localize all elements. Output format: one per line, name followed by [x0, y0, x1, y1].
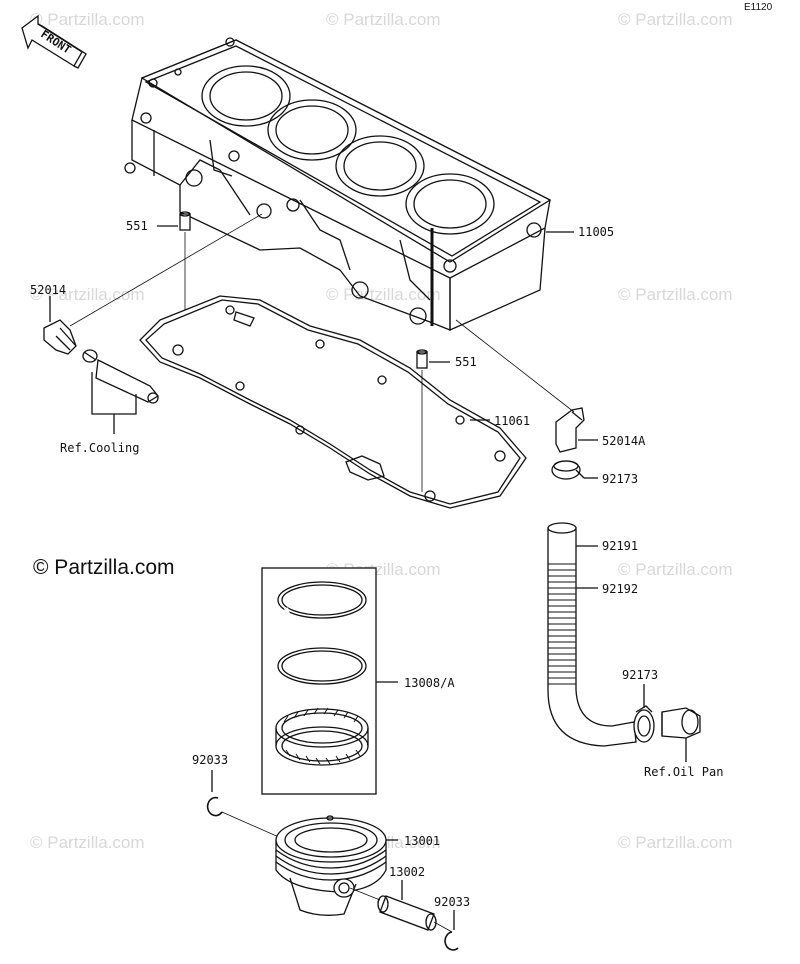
diagram-code: E1120: [744, 2, 773, 13]
part-label-13001: 13001: [404, 834, 440, 848]
ref-cooling-label: Ref.Cooling: [60, 441, 139, 455]
part-label-92173-lower: 92173: [622, 668, 658, 682]
copyright-notice: © Partzilla.com: [33, 556, 175, 579]
fitting-52014a: [555, 407, 585, 453]
part-label-551-lower: 551: [455, 355, 477, 369]
part-label-92033-left: 92033: [192, 753, 228, 767]
watermark: © Partzilla.com: [30, 833, 145, 852]
dowel-pin-lower: [416, 349, 428, 369]
cooling-hose-stub: [95, 359, 159, 404]
leader-line: [69, 213, 263, 327]
part-label-551-upper: 551: [126, 219, 148, 233]
leader-line: [349, 887, 381, 901]
leader-line: [455, 319, 575, 413]
part-label-92191: 92191: [602, 539, 638, 553]
piston-pin: [377, 895, 437, 931]
hose-clamp-lower: [633, 705, 655, 743]
dowel-pin-upper: [179, 211, 191, 231]
part-label-11005: 11005: [578, 225, 614, 239]
part-label-92192: 92192: [602, 582, 638, 596]
fitting-52014: [43, 319, 77, 355]
piston: [275, 815, 387, 916]
watermark: © Partzilla.com: [30, 10, 145, 29]
part-label-13008a: 13008/A: [404, 676, 455, 690]
watermark: © Partzilla.com: [618, 833, 733, 852]
leader-line: [433, 921, 453, 933]
part-label-52014a: 52014A: [602, 434, 646, 448]
part-label-11061: 11061: [494, 414, 530, 428]
elbow-fitting-oil-pan: [661, 707, 701, 739]
hose-clamp-left: [82, 349, 98, 363]
watermark: © Partzilla.com: [618, 10, 733, 29]
oil-breather-hose: [547, 522, 637, 747]
piston-ring-set: [261, 567, 377, 795]
circlip-left: [206, 796, 223, 817]
watermark: © Partzilla.com: [618, 560, 733, 579]
ref-oil-pan-label: Ref.Oil Pan: [644, 765, 723, 779]
front-arrow-icon: FRONT: [21, 14, 87, 69]
part-label-92173-upper: 92173: [602, 472, 638, 486]
hose-clamp-upper: [551, 460, 585, 480]
part-label-52014: 52014: [30, 283, 66, 297]
watermark: © Partzilla.com: [618, 285, 733, 304]
cylinder-block: [124, 37, 552, 332]
circlip-right: [444, 931, 459, 951]
part-label-13002: 13002: [389, 865, 425, 879]
watermark: © Partzilla.com: [326, 10, 441, 29]
cylinder-head-gasket: [139, 295, 527, 509]
part-label-92033-right: 92033: [434, 895, 470, 909]
